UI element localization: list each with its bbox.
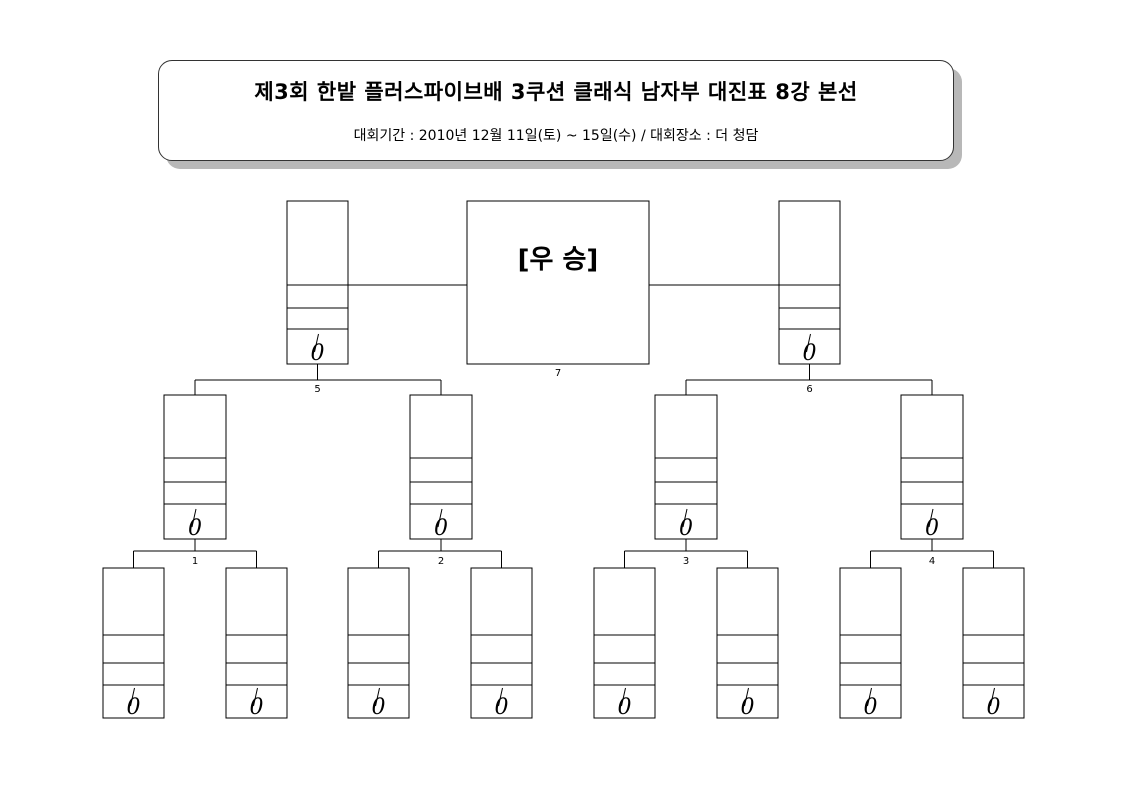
score-slash — [990, 687, 995, 707]
player-slot-r16-2 — [225, 567, 288, 719]
match-number-7: 7 — [555, 368, 561, 379]
match-number-2: 2 — [438, 556, 444, 567]
match-number-4: 4 — [929, 556, 935, 567]
match-number-3: 3 — [683, 556, 689, 567]
score-value: 0 — [495, 695, 509, 720]
score-slash — [437, 508, 443, 528]
score-slash — [621, 687, 626, 707]
event-info: 대회기간 : 2010년 12월 11일(토) ~ 15일(수) / 대회장소 … — [353, 128, 759, 144]
score-value: 0 — [127, 695, 141, 720]
title-box: 제3회 한밭 플러스파이브배 3쿠션 클래식 남자부 대진표 8강 본선 대회기… — [158, 60, 954, 161]
score-value: 0 — [803, 341, 817, 366]
champion-label: [우 승] — [518, 245, 599, 275]
score-slash — [928, 508, 934, 528]
score-value: 0 — [434, 516, 448, 541]
champion-box — [466, 200, 650, 365]
match-number-5: 5 — [314, 384, 320, 395]
score-value: 0 — [311, 341, 325, 366]
score-slash — [682, 508, 688, 528]
score-value: 0 — [618, 695, 632, 720]
score-slash — [744, 687, 749, 707]
score-slash — [253, 687, 258, 707]
score-value: 0 — [679, 516, 693, 541]
score-value: 0 — [372, 695, 386, 720]
score-slash — [375, 687, 380, 707]
score-value: 0 — [987, 695, 1001, 720]
match-number-6: 6 — [806, 384, 812, 395]
page-title: 제3회 한밭 플러스파이브배 3쿠션 클래식 남자부 대진표 8강 본선 — [254, 80, 858, 104]
match-number-1: 1 — [192, 556, 198, 567]
score-value: 0 — [741, 695, 755, 720]
score-value: 0 — [188, 516, 202, 541]
score-value: 0 — [250, 695, 264, 720]
score-slash — [498, 687, 503, 707]
score-value: 0 — [925, 516, 939, 541]
score-slash — [314, 333, 319, 353]
score-value: 0 — [864, 695, 878, 720]
score-slash — [191, 508, 197, 528]
score-slash — [806, 333, 811, 353]
score-slash — [867, 687, 872, 707]
score-slash — [130, 687, 135, 707]
